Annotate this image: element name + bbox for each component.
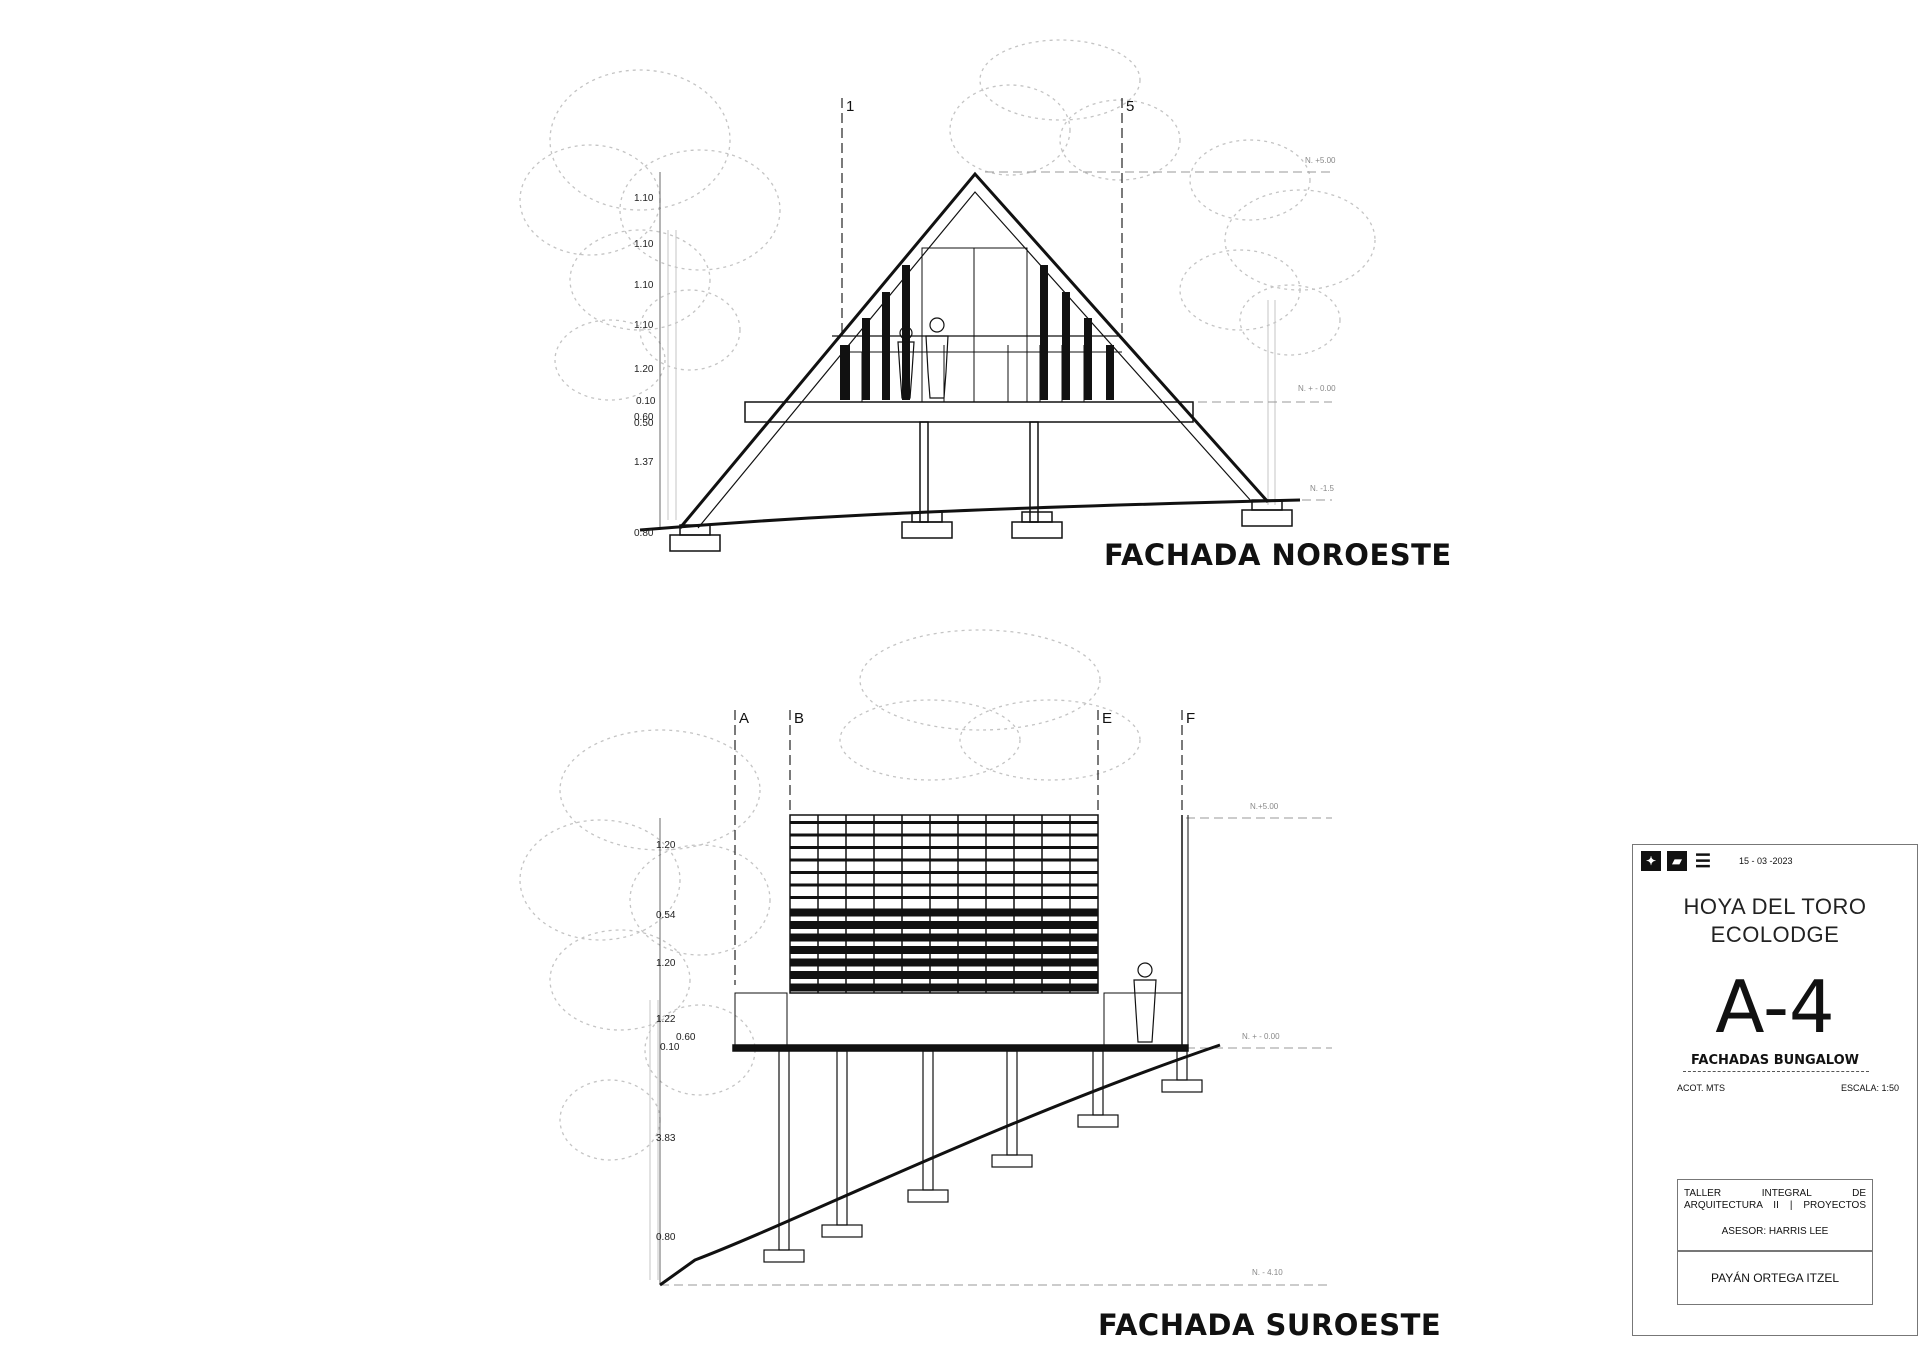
project-name-line-1: HOYA DEL TORO xyxy=(1683,894,1867,919)
dimension-label: 1.10 xyxy=(634,320,654,331)
louver-slat xyxy=(790,958,1098,967)
ground-line xyxy=(639,498,1301,532)
logo-row: ✦ ▰ ☰ xyxy=(1641,851,1713,871)
faculty-logo-icon: ▰ xyxy=(1667,851,1687,871)
louver-slat xyxy=(790,821,1098,824)
level-label: N. -1.5 xyxy=(1310,484,1335,493)
stilts xyxy=(763,1050,1203,1263)
level-label: N. - 4.10 xyxy=(1252,1268,1283,1277)
louver-slat xyxy=(790,946,1098,954)
tree-top-right xyxy=(1179,139,1376,505)
dimension-label: 1.10 xyxy=(634,239,654,250)
level-label: N. + - 0.00 xyxy=(1242,1032,1280,1041)
louver-grid xyxy=(790,815,1098,993)
elevation-title-southwest: FACHADA SUROESTE xyxy=(1098,1308,1442,1342)
louver-slat xyxy=(790,983,1098,992)
tree-top-left xyxy=(519,69,781,520)
scale-label: ESCALA: 1:50 xyxy=(1840,1083,1899,1093)
louver-slat xyxy=(790,858,1098,862)
axis-label: F xyxy=(1186,710,1196,727)
dimension-label: 1.20 xyxy=(656,840,676,851)
units-label: ACOT. MTS xyxy=(1677,1083,1726,1093)
e-logo-icon: ☰ xyxy=(1693,850,1713,871)
dimension-label: 1.22 xyxy=(656,1014,676,1025)
dimension-label: 0.60 xyxy=(676,1032,696,1043)
course-line-2: ARQUITECTURA II | PROYECTOS xyxy=(1684,1200,1866,1211)
level-label: N.+5.00 xyxy=(1250,802,1279,811)
elevation-northwest xyxy=(639,98,1332,552)
louver-slat xyxy=(790,908,1098,917)
author-name: PAYÁN ORTEGA ITZEL xyxy=(1710,1271,1840,1285)
axis-label: E xyxy=(1102,710,1113,727)
dimension-label: 3.83 xyxy=(656,1133,676,1144)
stilt-post xyxy=(1092,1050,1104,1116)
louvered-volume xyxy=(789,814,1099,994)
sheet-title: FACHADAS BUNGALOW xyxy=(1691,1053,1859,1068)
level-label: N. + - 0.00 xyxy=(1298,384,1336,393)
title-block: ✦ ▰ ☰ 15 - 03 -2023 HOYA DEL TORO ECOLOD… xyxy=(1632,844,1918,1336)
divider xyxy=(1683,1071,1869,1072)
louver-slat xyxy=(790,933,1098,942)
dimension-label: 1.20 xyxy=(656,958,676,969)
dimension-label: 0.60 xyxy=(634,412,654,423)
dimension-label: 1.37 xyxy=(634,457,654,468)
elevation-southwest xyxy=(659,710,1332,1287)
elevation-title-northwest: FACHADA NOROESTE xyxy=(1104,538,1452,572)
stilt-footing xyxy=(907,1189,949,1203)
dimension-label: 0.10 xyxy=(636,396,656,407)
tree-top-center xyxy=(949,39,1181,181)
louver-slat xyxy=(790,971,1098,979)
dimension-label: 0.10 xyxy=(660,1042,680,1053)
stilt-post xyxy=(922,1050,934,1191)
course-box: TALLER INTEGRAL DE ARQUITECTURA II | PRO… xyxy=(1677,1179,1873,1251)
tree-bottom-left xyxy=(519,729,771,1280)
project-name-line-2: ECOLODGE xyxy=(1710,922,1840,947)
ground-line xyxy=(659,1043,1221,1287)
tree-bottom-center xyxy=(839,629,1141,781)
person-figure xyxy=(1133,962,1157,1043)
louver-slat xyxy=(790,833,1098,837)
author-box: PAYÁN ORTEGA ITZEL xyxy=(1677,1251,1873,1305)
stilt-footing xyxy=(1077,1114,1119,1128)
railing xyxy=(842,345,1122,402)
level-label: N. +5.00 xyxy=(1305,156,1336,165)
louvers xyxy=(840,265,1114,400)
axis-label: 1 xyxy=(846,98,855,115)
dimension-label: 1.20 xyxy=(634,364,654,375)
sheet-date: 15 - 03 -2023 xyxy=(1739,856,1793,866)
dimension-label: 0.80 xyxy=(634,528,654,539)
axis-label: A xyxy=(739,710,750,727)
level-lines xyxy=(660,817,1332,1286)
dimension-label: 0.54 xyxy=(656,910,676,921)
university-seal-icon: ✦ xyxy=(1641,851,1661,871)
louver-slat xyxy=(790,921,1098,929)
dimension-label: 1.10 xyxy=(634,193,654,204)
louver-slat xyxy=(790,846,1098,849)
dimension-label: 0.50 xyxy=(634,418,654,429)
axis-lines xyxy=(841,98,1123,335)
stilt-post xyxy=(1006,1050,1018,1156)
stilt-footing xyxy=(763,1249,805,1263)
louver-slat xyxy=(790,871,1098,874)
louver-slat xyxy=(790,883,1098,887)
axis-lines xyxy=(734,710,1183,985)
dimension-label: 1.10 xyxy=(634,280,654,291)
stilt-footing xyxy=(1161,1079,1203,1093)
stilt-post xyxy=(1176,1050,1188,1081)
project-name: HOYA DEL TORO ECOLODGE xyxy=(1633,893,1917,949)
course-line-1: TALLER INTEGRAL DE xyxy=(1684,1188,1866,1199)
stilt-footing xyxy=(821,1224,863,1238)
sheet-code: A-4 xyxy=(1715,965,1835,1049)
axis-label: 5 xyxy=(1126,98,1135,115)
advisor-label: ASESOR: HARRIS LEE xyxy=(1721,1226,1829,1237)
dimension-label: 0.80 xyxy=(656,1232,676,1243)
stilt-footing xyxy=(991,1154,1033,1168)
a-frame xyxy=(669,171,1293,552)
axis-label: B xyxy=(794,710,805,727)
people-figures xyxy=(897,317,949,399)
louver-slat xyxy=(790,896,1098,899)
